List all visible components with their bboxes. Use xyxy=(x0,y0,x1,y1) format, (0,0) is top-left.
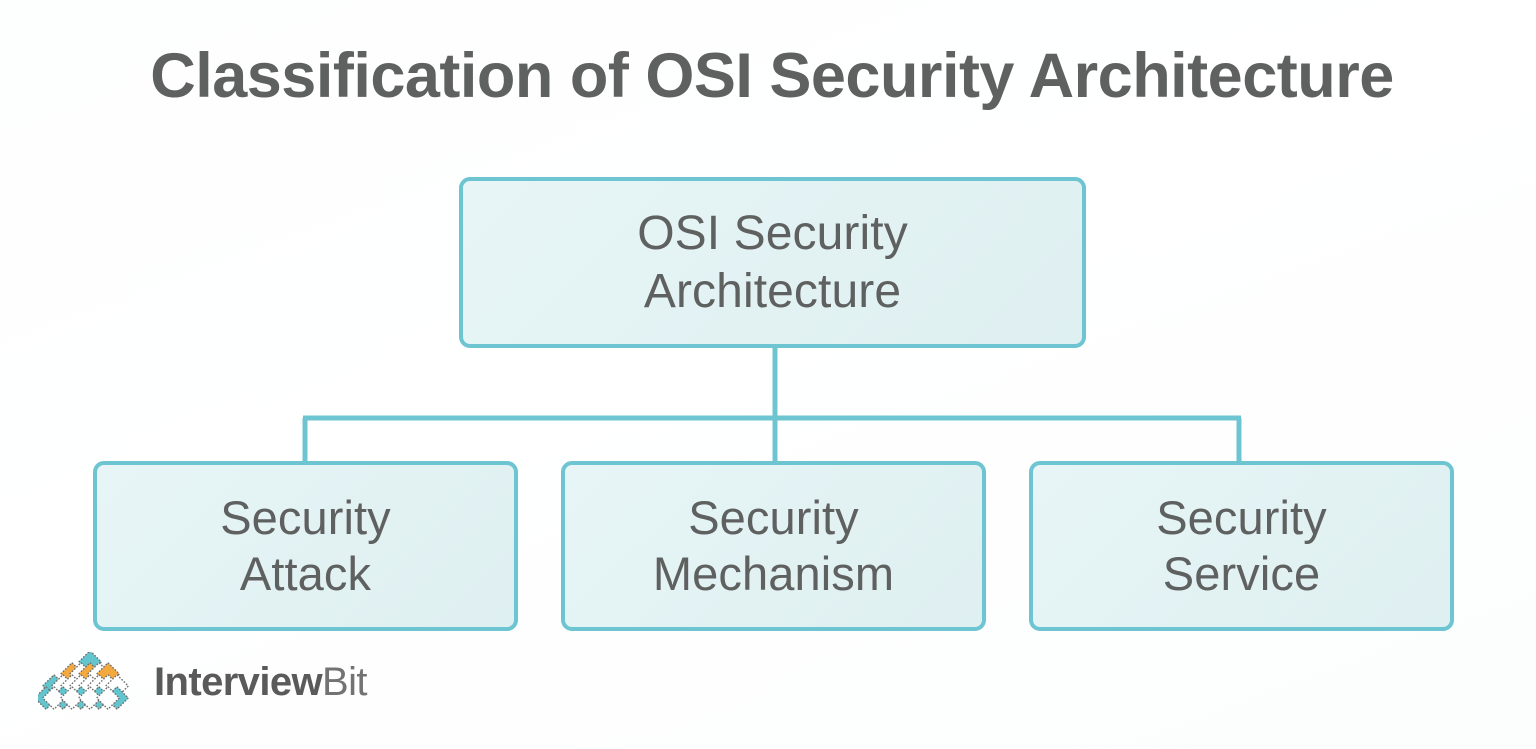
node-label-security-service: Security Service xyxy=(1156,490,1327,600)
interviewbit-diamond-pyramid-icon xyxy=(38,652,130,711)
interviewbit-logo: InterviewBit xyxy=(38,652,367,712)
logo-word-bit: Bit xyxy=(322,660,367,704)
node-label-root: OSI Security Architecture xyxy=(637,206,908,318)
node-security-attack[interactable]: Security Attack xyxy=(93,461,518,631)
node-label-security-mechanism: Security Mechanism xyxy=(652,490,895,600)
interviewbit-wordmark: InterviewBit xyxy=(154,662,367,702)
node-security-mechanism[interactable]: Security Mechanism xyxy=(561,461,986,631)
node-label-security-attack: Security Attack xyxy=(220,490,391,600)
page-title: Classification of OSI Security Architect… xyxy=(150,41,1394,111)
logo-word-interview: Interview xyxy=(154,660,323,704)
node-security-service[interactable]: Security Service xyxy=(1029,461,1454,631)
node-osi-security-architecture[interactable]: OSI Security Architecture xyxy=(459,177,1086,348)
